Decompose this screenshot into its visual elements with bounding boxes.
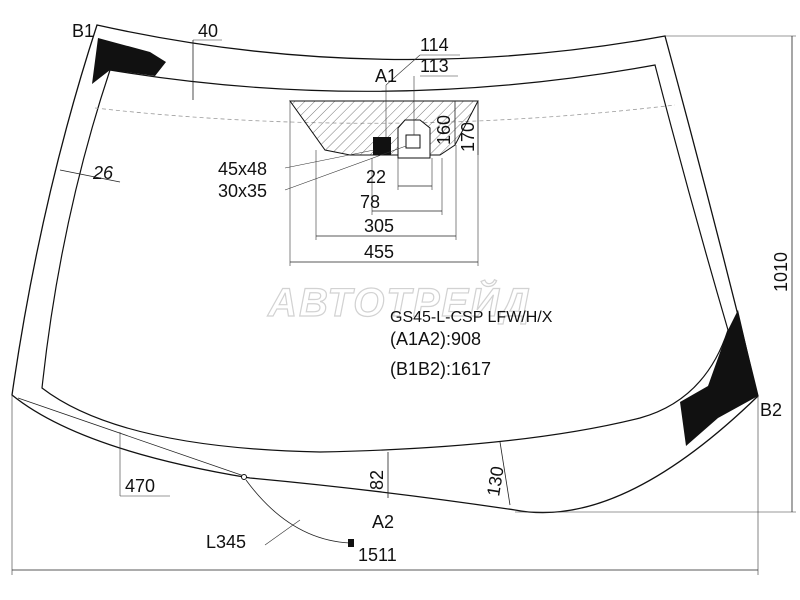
label-b2: B2 — [760, 400, 782, 420]
watermark: АВТОТРЕЙД — [267, 278, 532, 325]
glass-code: GS45-L-CSP LFW/H/X — [390, 309, 553, 326]
dim-30x35: 30x35 — [218, 181, 267, 201]
label-a2: A2 — [372, 512, 394, 532]
dim-1010: 1010 — [771, 252, 791, 292]
label-a1: A1 — [375, 66, 397, 86]
dim-130: 130 — [483, 465, 507, 498]
sensor-square-45x48 — [373, 137, 391, 155]
dim-26: 26 — [92, 163, 114, 183]
b1b2-length: (B1B2):1617 — [390, 359, 491, 379]
glass-outline — [11, 24, 759, 514]
dim-1511: 1511 — [358, 545, 397, 565]
dim-22: 22 — [366, 167, 386, 187]
b2-blackout — [680, 310, 758, 446]
dim-40: 40 — [198, 21, 218, 41]
dim-114: 114 — [420, 35, 449, 55]
dim-305: 305 — [364, 216, 394, 236]
dim-470: 470 — [125, 476, 155, 496]
dim-45x48: 45x48 — [218, 159, 267, 179]
dim-82: 82 — [367, 470, 387, 490]
dim-455: 455 — [364, 242, 394, 262]
a1a2-length: (A1A2):908 — [390, 329, 481, 349]
dim-113: 113 — [420, 56, 449, 76]
label-b1: B1 — [72, 21, 94, 41]
dim-160: 160 — [434, 115, 454, 145]
inner-border-outline — [41, 64, 729, 453]
dim-78: 78 — [360, 192, 380, 212]
dim-170: 170 — [458, 122, 478, 152]
b1-blackout — [92, 38, 166, 84]
dim-L345: L345 — [206, 532, 246, 552]
sensor-square-30x35 — [405, 134, 421, 149]
